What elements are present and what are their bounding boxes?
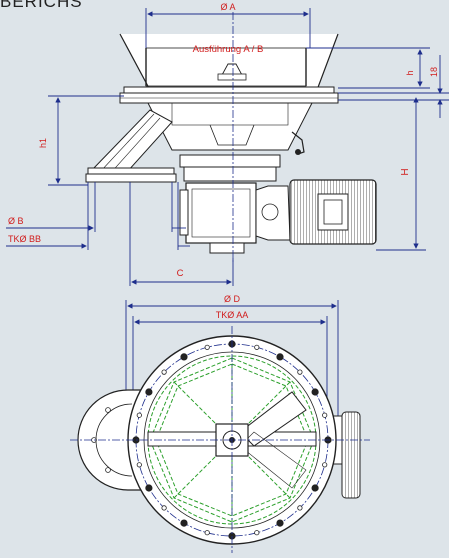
side-view [85, 33, 377, 254]
label-dim-18: 18 [429, 67, 439, 77]
gearbox [185, 182, 257, 244]
bolt-hole [297, 505, 303, 511]
label-dim-bb: TKØ BB [8, 234, 41, 244]
plan-view [77, 335, 361, 545]
bolt-hole [204, 530, 210, 536]
bolt-hole [311, 388, 319, 396]
bolt-hole [297, 369, 303, 375]
bolt-circle [132, 340, 332, 540]
label-dim-h: h [405, 70, 415, 75]
bolt-hole [145, 484, 153, 492]
label-dim-a: Ø A [220, 2, 235, 12]
bolt-hole [322, 412, 328, 418]
upper-flange [123, 86, 335, 94]
bolt-hole [311, 484, 319, 492]
bolt-hole [254, 530, 260, 536]
motor-plan [341, 411, 361, 499]
side-dimensions [6, 8, 449, 286]
bolt-hole [254, 344, 260, 350]
bolt-hole [136, 412, 142, 418]
bolt-hole [136, 462, 142, 468]
bolt-hole [161, 505, 167, 511]
bolt-hole [276, 519, 284, 527]
label-version: Ausführung A / B [193, 44, 264, 55]
label-dim-h1: h1 [38, 138, 48, 148]
bolt-hole [180, 353, 188, 361]
label-dim-b: Ø B [8, 216, 24, 226]
bolt-hole [145, 388, 153, 396]
bolt-hole [180, 519, 188, 527]
bolt-hole [276, 353, 284, 361]
label-dim-H: H [400, 168, 411, 175]
bolt-hole [204, 344, 210, 350]
label-dim-d: Ø D [224, 294, 241, 304]
bolt-hole [322, 462, 328, 468]
label-dim-aa: TKØ AA [216, 310, 249, 320]
label-dim-c: C [177, 268, 184, 279]
bolt-hole [161, 369, 167, 375]
page-heading: BERICHS [0, 0, 83, 11]
housing [147, 102, 313, 151]
